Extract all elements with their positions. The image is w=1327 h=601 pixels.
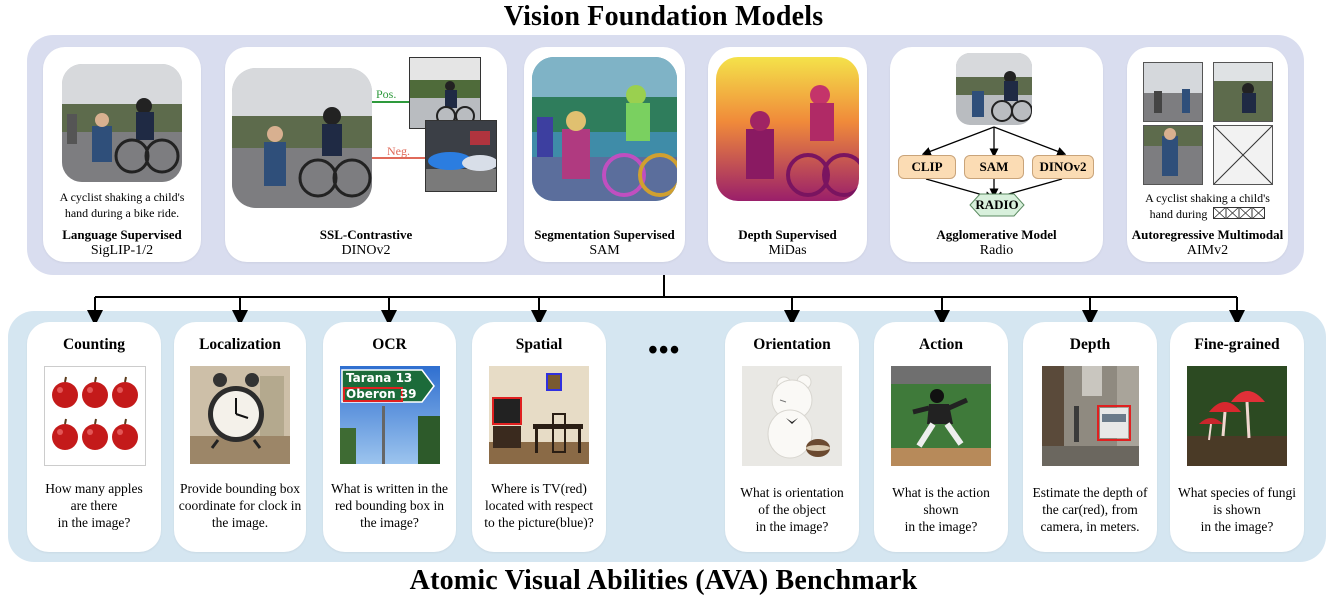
task-card-action: Action What is the action shown in the i… bbox=[874, 322, 1008, 552]
task-card-orientation: Orientation What is orientation of the o… bbox=[725, 322, 859, 552]
task-question: How many apples are there in the image? bbox=[45, 481, 143, 530]
task-question: Estimate the depth of the car(red), from… bbox=[1032, 485, 1148, 534]
bottom-title: Atomic Visual Abilities (AVA) Benchmark bbox=[409, 565, 918, 596]
model-name: SSL-Contrastive bbox=[319, 227, 413, 242]
masked-patch bbox=[1213, 125, 1273, 185]
model-example: SigLIP-1/2 bbox=[90, 243, 154, 258]
task-card-depth: Depth Estimate the depth of the car(red)… bbox=[1023, 322, 1157, 552]
aim-caption-line2: hand during bbox=[1149, 207, 1208, 221]
aim-caption-line1: A cyclist shaking a child's bbox=[1145, 191, 1270, 205]
top-title: Vision Foundation Models bbox=[503, 1, 824, 32]
model-name: Segmentation Supervised bbox=[534, 227, 675, 242]
model-name: Language Supervised bbox=[62, 227, 182, 242]
negative-label: Neg. bbox=[387, 144, 410, 158]
cyclist-image bbox=[62, 64, 182, 182]
task-card-fine-grained: Fine-grained What species of fungi is sh… bbox=[1170, 322, 1304, 552]
model-card-autoregressive: A cyclist shaking a child's hand during … bbox=[1127, 47, 1288, 262]
street-sign-image: Tarana 13 Oberon 39 bbox=[340, 366, 440, 464]
positive-label: Pos. bbox=[376, 87, 397, 101]
model-card-depth-supervised: Depth Supervised MiDas bbox=[708, 47, 867, 262]
task-question: What is the action shown in the image? bbox=[892, 485, 990, 534]
task-question: Where is TV(red) located with respect to… bbox=[484, 481, 594, 530]
model-name: Agglomerative Model bbox=[936, 227, 1057, 242]
model-card-agglomerative: CLIP SAM DINOv2 RADIO Agglomerative Mode… bbox=[890, 47, 1103, 262]
distillation-arrows bbox=[921, 126, 1067, 217]
apples-image bbox=[44, 366, 146, 466]
toy-bear-image bbox=[742, 366, 842, 466]
depth-image bbox=[716, 57, 859, 201]
model-example: Radio bbox=[979, 243, 1014, 258]
task-name: Depth bbox=[1069, 336, 1111, 353]
task-name: Localization bbox=[199, 336, 281, 353]
sign-line-2: Oberon 39 bbox=[346, 387, 417, 401]
room-image bbox=[489, 366, 589, 464]
teacher-clip: CLIP bbox=[898, 155, 956, 179]
task-card-counting: Counting How many apples are there in th… bbox=[27, 322, 161, 552]
task-question: What species of fungi is shown in the im… bbox=[1177, 485, 1297, 534]
anchor-image bbox=[232, 68, 372, 208]
task-name: Action bbox=[919, 336, 963, 353]
contrastive-lines bbox=[372, 101, 425, 159]
clock-image bbox=[190, 366, 290, 464]
positive-image bbox=[409, 57, 481, 129]
pitcher-image bbox=[891, 366, 991, 466]
language-caption: A cyclist shaking a child's hand during … bbox=[59, 190, 185, 220]
model-example: AIMv2 bbox=[1186, 243, 1229, 258]
teacher-dinov2: DINOv2 bbox=[1032, 155, 1094, 179]
task-name: Counting bbox=[62, 336, 126, 353]
model-card-language-supervised: A cyclist shaking a child's hand during … bbox=[43, 47, 201, 262]
patch-2 bbox=[1213, 62, 1273, 122]
segmentation-image bbox=[532, 57, 677, 201]
model-example: SAM bbox=[589, 243, 620, 258]
aim-caption-line2-row: hand during bbox=[1127, 206, 1288, 223]
model-example: MiDas bbox=[768, 243, 807, 258]
radio-input-image bbox=[956, 53, 1032, 125]
task-card-ocr: OCR Tarana 13 Oberon 39 What is written … bbox=[323, 322, 456, 552]
patch-3 bbox=[1143, 125, 1203, 185]
model-card-ssl-contrastive: Pos. Neg. SSL-Contrastive DINOv2 bbox=[225, 47, 507, 262]
fungi-image bbox=[1187, 366, 1287, 466]
more-tasks-ellipsis: ••• bbox=[648, 335, 681, 366]
model-name: Depth Supervised bbox=[738, 227, 837, 242]
model-example: DINOv2 bbox=[341, 243, 391, 258]
task-card-spatial: Spatial Where is TV(red) located with re… bbox=[472, 322, 606, 552]
task-question: What is written in the red bounding box … bbox=[331, 481, 448, 530]
task-name: Orientation bbox=[753, 336, 831, 353]
task-name: OCR bbox=[372, 336, 407, 353]
negative-image bbox=[425, 120, 497, 192]
task-card-localization: Localization Provide bounding box coordi… bbox=[174, 322, 306, 552]
task-question: Provide bounding box coordinate for cloc… bbox=[178, 481, 302, 530]
model-card-segmentation-supervised: Segmentation Supervised SAM bbox=[524, 47, 685, 262]
teacher-sam: SAM bbox=[964, 155, 1024, 179]
model-name: Autoregressive Multimodal bbox=[1131, 227, 1284, 242]
task-name: Spatial bbox=[515, 336, 563, 353]
task-question: What is orientation of the object in the… bbox=[740, 485, 844, 534]
masked-tokens-icon bbox=[1213, 206, 1266, 223]
student-radio: RADIO bbox=[975, 197, 1019, 212]
sign-line-1: Tarana 13 bbox=[346, 371, 413, 385]
task-name: Fine-grained bbox=[1194, 336, 1280, 353]
street-depth-image bbox=[1042, 366, 1139, 466]
patch-1 bbox=[1143, 62, 1203, 122]
